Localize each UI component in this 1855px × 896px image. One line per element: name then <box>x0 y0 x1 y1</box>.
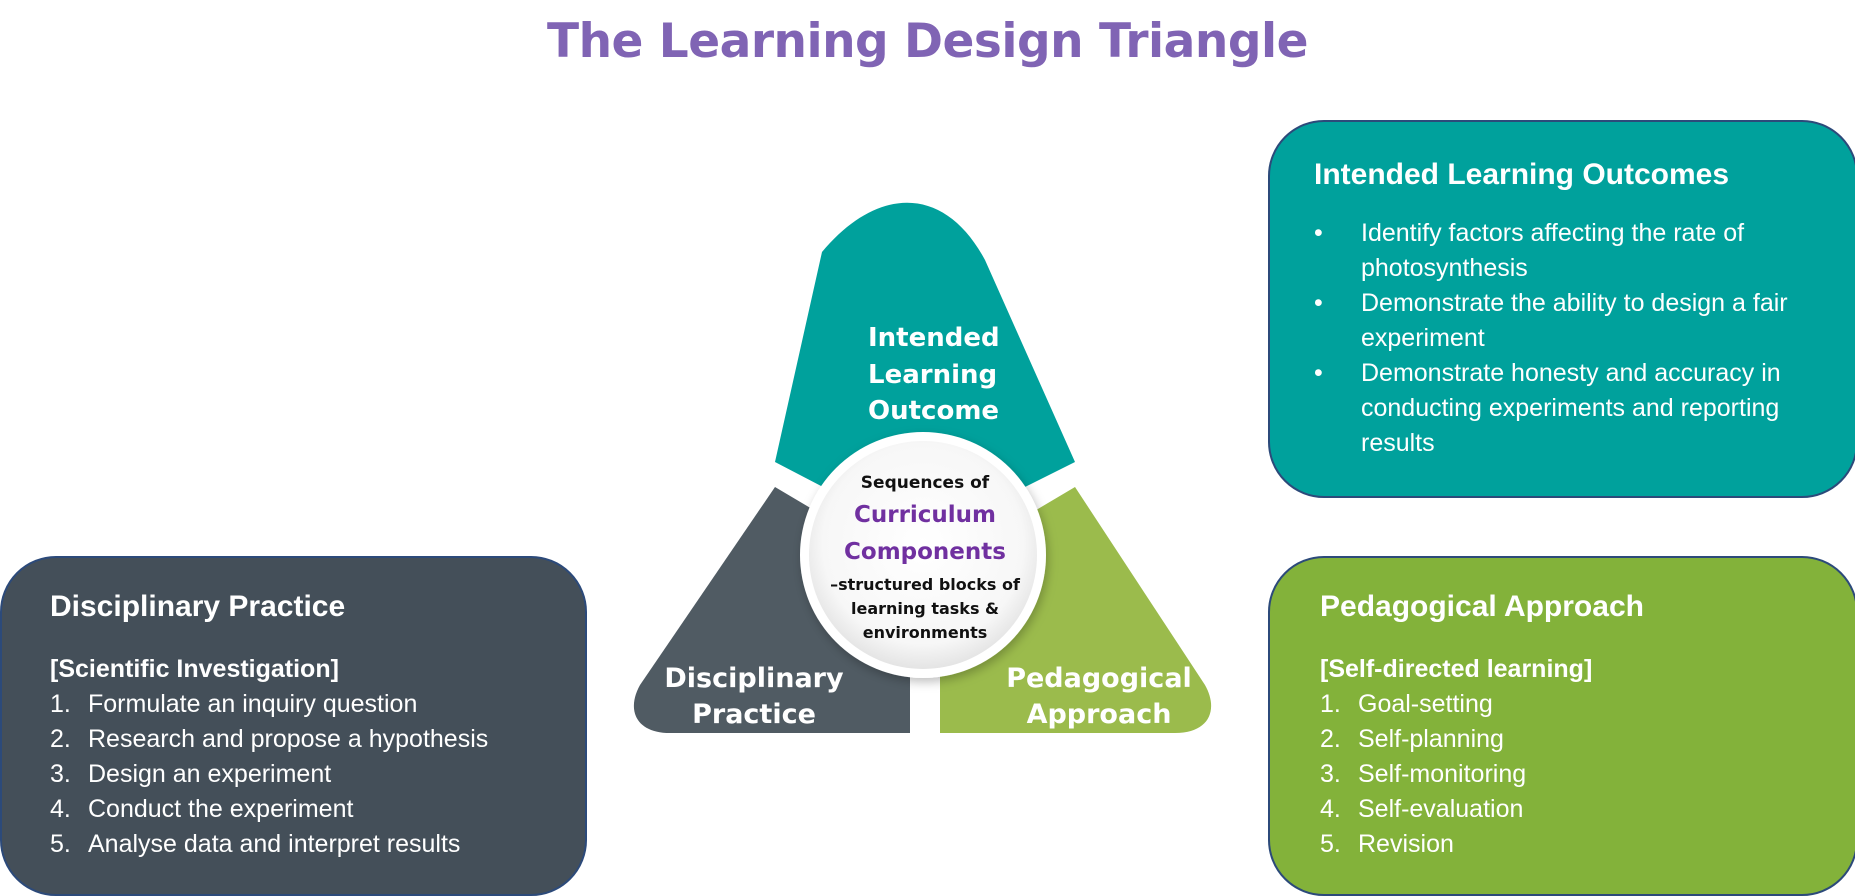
list-item: 1. Goal-setting <box>1320 687 1836 722</box>
center-line-6: environments <box>863 623 988 642</box>
outcome-2-line-2: experiment <box>1361 324 1485 352</box>
triangle-segment-top <box>775 202 1075 487</box>
pedagogy-steps: 1. Goal-setting 2. Self-planning 3. Self-mo… <box>1320 687 1836 862</box>
step-text: Formulate an inquiry question <box>88 690 418 718</box>
triangle-right-label-2: Approach <box>1027 699 1172 730</box>
list-item: 3. Self-monitoring <box>1320 757 1836 792</box>
outcome-1-line-2: photosynthesis <box>1361 254 1528 282</box>
triangle-left-label-1: Disciplinary <box>664 663 844 694</box>
pedagogical-approach-card: Pedagogical Approach [Self-directed lear… <box>1268 556 1855 896</box>
triangle-right-label-1: Pedagogical <box>1006 663 1192 694</box>
triangle-left-label-2: Practice <box>692 699 816 730</box>
step-number: 4. <box>50 795 71 823</box>
step-number: 2. <box>1320 725 1341 753</box>
pedagogy-subheading: [Self-directed learning] <box>1320 655 1593 683</box>
step-text: Research and propose a hypothesis <box>88 725 489 753</box>
triangle-top-label-3: Outcome <box>868 396 999 426</box>
step-text: Analyse data and interpret results <box>88 830 461 858</box>
page-title: The Learning Design Triangle <box>547 14 1308 69</box>
practice-steps: 1. Formulate an inquiry question 2. Resear… <box>50 687 565 862</box>
intended-learning-outcomes-card: Intended Learning Outcomes • Identify fa… <box>1268 120 1855 498</box>
list-item: 3. Design an experiment <box>50 757 565 792</box>
list-item: 1. Formulate an inquiry question <box>50 687 565 722</box>
step-number: 1. <box>50 690 71 718</box>
triangle-top-label-2: Learning <box>868 360 997 390</box>
step-number: 2. <box>50 725 71 753</box>
center-line-4: –structured blocks of <box>830 575 1021 594</box>
list-item: 4. Self-evaluation <box>1320 792 1836 827</box>
outcome-3-line-1: Demonstrate honesty and accuracy in <box>1361 359 1781 387</box>
list-item: 2. Self-planning <box>1320 722 1836 757</box>
list-item: 5. Analyse data and interpret results <box>50 827 565 862</box>
outcomes-list: • Identify factors affecting the rate of… <box>1314 216 1836 461</box>
center-hub <box>809 441 1037 669</box>
list-item: • Demonstrate the ability to design a fa… <box>1314 286 1836 356</box>
step-text: Self-evaluation <box>1358 795 1524 823</box>
center-line-2: Curriculum <box>854 502 996 528</box>
practice-subheading: [Scientific Investigation] <box>50 655 339 683</box>
pedagogy-heading: Pedagogical Approach <box>1320 590 1644 623</box>
step-number: 5. <box>1320 830 1341 858</box>
outcome-1-line-1: Identify factors affecting the rate of <box>1361 219 1745 247</box>
practice-heading: Disciplinary Practice <box>50 590 346 623</box>
step-number: 1. <box>1320 690 1341 718</box>
step-text: Self-planning <box>1358 725 1504 753</box>
center-line-3: Components <box>844 539 1006 565</box>
step-number: 3. <box>50 760 71 788</box>
list-item: 2. Research and propose a hypothesis <box>50 722 565 757</box>
outcome-3-line-2: conducting experiments and reporting <box>1361 394 1780 422</box>
list-item: • Demonstrate honesty and accuracy in con… <box>1314 356 1836 461</box>
step-text: Self-monitoring <box>1358 760 1527 788</box>
step-text: Conduct the experiment <box>88 795 354 823</box>
list-item: • Identify factors affecting the rate of… <box>1314 216 1836 286</box>
step-text: Revision <box>1358 830 1454 858</box>
outcomes-heading: Intended Learning Outcomes <box>1314 158 1730 191</box>
triangle-top-label-1: Intended <box>868 323 1000 353</box>
outcome-3-line-3: results <box>1361 429 1435 457</box>
center-line-5: learning tasks & <box>851 599 999 618</box>
bullet-marker: • <box>1314 289 1323 317</box>
step-text: Design an experiment <box>88 760 332 788</box>
list-item: 5. Revision <box>1320 827 1836 862</box>
step-text: Goal-setting <box>1358 690 1493 718</box>
step-number: 5. <box>50 830 71 858</box>
disciplinary-practice-card: Disciplinary Practice [Scientific Invest… <box>0 556 587 896</box>
center-line-1: Sequences of <box>861 473 990 493</box>
step-number: 4. <box>1320 795 1341 823</box>
bullet-marker: • <box>1314 219 1323 247</box>
outcome-2-line-1: Demonstrate the ability to design a fair <box>1361 289 1788 317</box>
bullet-marker: • <box>1314 359 1323 387</box>
list-item: 4. Conduct the experiment <box>50 792 565 827</box>
step-number: 3. <box>1320 760 1341 788</box>
